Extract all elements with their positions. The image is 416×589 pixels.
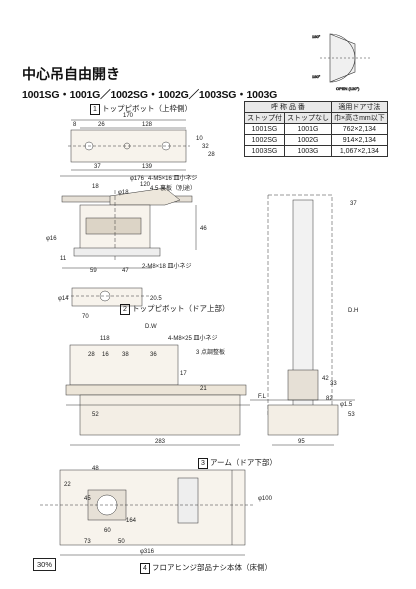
dim-36: 36: [150, 352, 157, 358]
section-3-number: 3: [198, 457, 208, 469]
swing-label-180-top: 180°: [312, 34, 321, 39]
dim-60: 60: [104, 528, 111, 534]
dim-8: 8: [73, 122, 77, 128]
swing-label-open: OPEN (120°): [336, 86, 360, 91]
dim-17: 17: [180, 371, 187, 377]
dim-45: 45: [84, 496, 91, 502]
dim-phi1.5: φ1.5: [340, 402, 353, 408]
dim-170: 170: [123, 113, 134, 119]
dim-38: 38: [122, 352, 129, 358]
dim-20.5: 20.5: [150, 296, 162, 302]
dim-phi18: φ18: [118, 190, 129, 196]
dim-59: 59: [90, 268, 97, 274]
table-cell: 1,067×2,134: [331, 145, 388, 157]
dim-37b: 37: [350, 201, 357, 207]
dim-95: 95: [298, 439, 305, 445]
dim-phi16: φ16: [46, 236, 57, 242]
annotation-back-plate: 4.5 裏板（別途）: [150, 184, 196, 192]
page-title: 中心吊自由開き: [22, 66, 120, 82]
dim-32: 32: [202, 144, 209, 150]
dim-48: 48: [92, 466, 99, 472]
dim-42: 42: [322, 376, 329, 382]
table-row: 1002SG 1002G 914×2,134: [244, 134, 388, 146]
dim-21: 21: [200, 386, 207, 392]
dim-283: 283: [155, 439, 166, 445]
dim-52: 52: [92, 412, 99, 418]
dim-120: 120: [140, 182, 151, 188]
dim-phi316: φ316: [140, 549, 155, 555]
section-1-text: トップピボット（上枠側）: [102, 104, 192, 113]
dim-18: 18: [92, 184, 99, 190]
model-numbers: 1001SG・1001G／1002SG・1002G／1003SG・1003G: [22, 89, 278, 101]
spec-table: 呼 称 品 番 適用ドア寸法 ストップ付 ストップなし 巾×高さmm以下 100…: [244, 101, 388, 157]
dim-53: 53: [348, 412, 355, 418]
dim-139: 139: [142, 164, 153, 170]
dim-46: 46: [200, 226, 207, 232]
dim-128: 128: [142, 122, 153, 128]
dim-33: 33: [330, 381, 337, 387]
scale-label: 30%: [33, 558, 57, 571]
dim-118: 118: [100, 336, 110, 342]
annotation-adjust-plate: 3 点調整板: [196, 348, 225, 356]
dim-47: 47: [122, 268, 129, 274]
swing-label-180-bottom: 180°: [312, 74, 321, 79]
table-cell: 1003G: [284, 145, 332, 157]
dim-37: 37: [94, 164, 101, 170]
dim-50: 50: [118, 539, 125, 545]
dim-82: 82: [326, 396, 333, 402]
dim-10: 10: [196, 136, 203, 142]
annotation-dh: D.H: [348, 308, 358, 314]
table-row: 1003SG 1003G 1,067×2,134: [244, 145, 388, 157]
table-row: 1001SG 1001G 762×2,134: [244, 123, 388, 135]
dim-11: 11: [60, 256, 67, 262]
annotation-fl: F.L: [258, 394, 267, 400]
dim-28b: 28: [88, 352, 95, 358]
dim-164: 164: [126, 518, 137, 524]
dim-phi14: φ14: [58, 296, 69, 302]
section-3-text: アーム（ドア下部）: [210, 458, 277, 467]
dim-70: 70: [82, 314, 89, 320]
annotation-dw: D.W: [145, 324, 157, 330]
section-2-text: トップピボット（ドア上部）: [132, 304, 230, 313]
dim-176: φ176: [130, 176, 145, 182]
annotation-m5-screw: 4-M5×16 皿小ネジ: [148, 174, 198, 182]
annotation-m8-screw: 2-M8×18 皿小ネジ: [142, 262, 192, 270]
section-2-number: 2: [120, 303, 130, 315]
door-swing-diagram-icon: 180° 180° OPEN (120°): [312, 33, 372, 91]
section-4-text: フロアヒンジ部品ナシ本体（床側）: [152, 563, 272, 572]
dim-28: 28: [208, 152, 215, 158]
annotation-m8x25: 4-M8×25 皿小ネジ: [168, 334, 218, 342]
section-4-number: 4: [140, 562, 150, 574]
dim-26: 26: [98, 122, 105, 128]
dim-phi100: φ100: [258, 496, 273, 502]
dim-73: 73: [84, 539, 91, 545]
section-1-number: 1: [90, 103, 100, 115]
dim-16: 16: [102, 352, 109, 358]
dim-22: 22: [64, 482, 71, 488]
